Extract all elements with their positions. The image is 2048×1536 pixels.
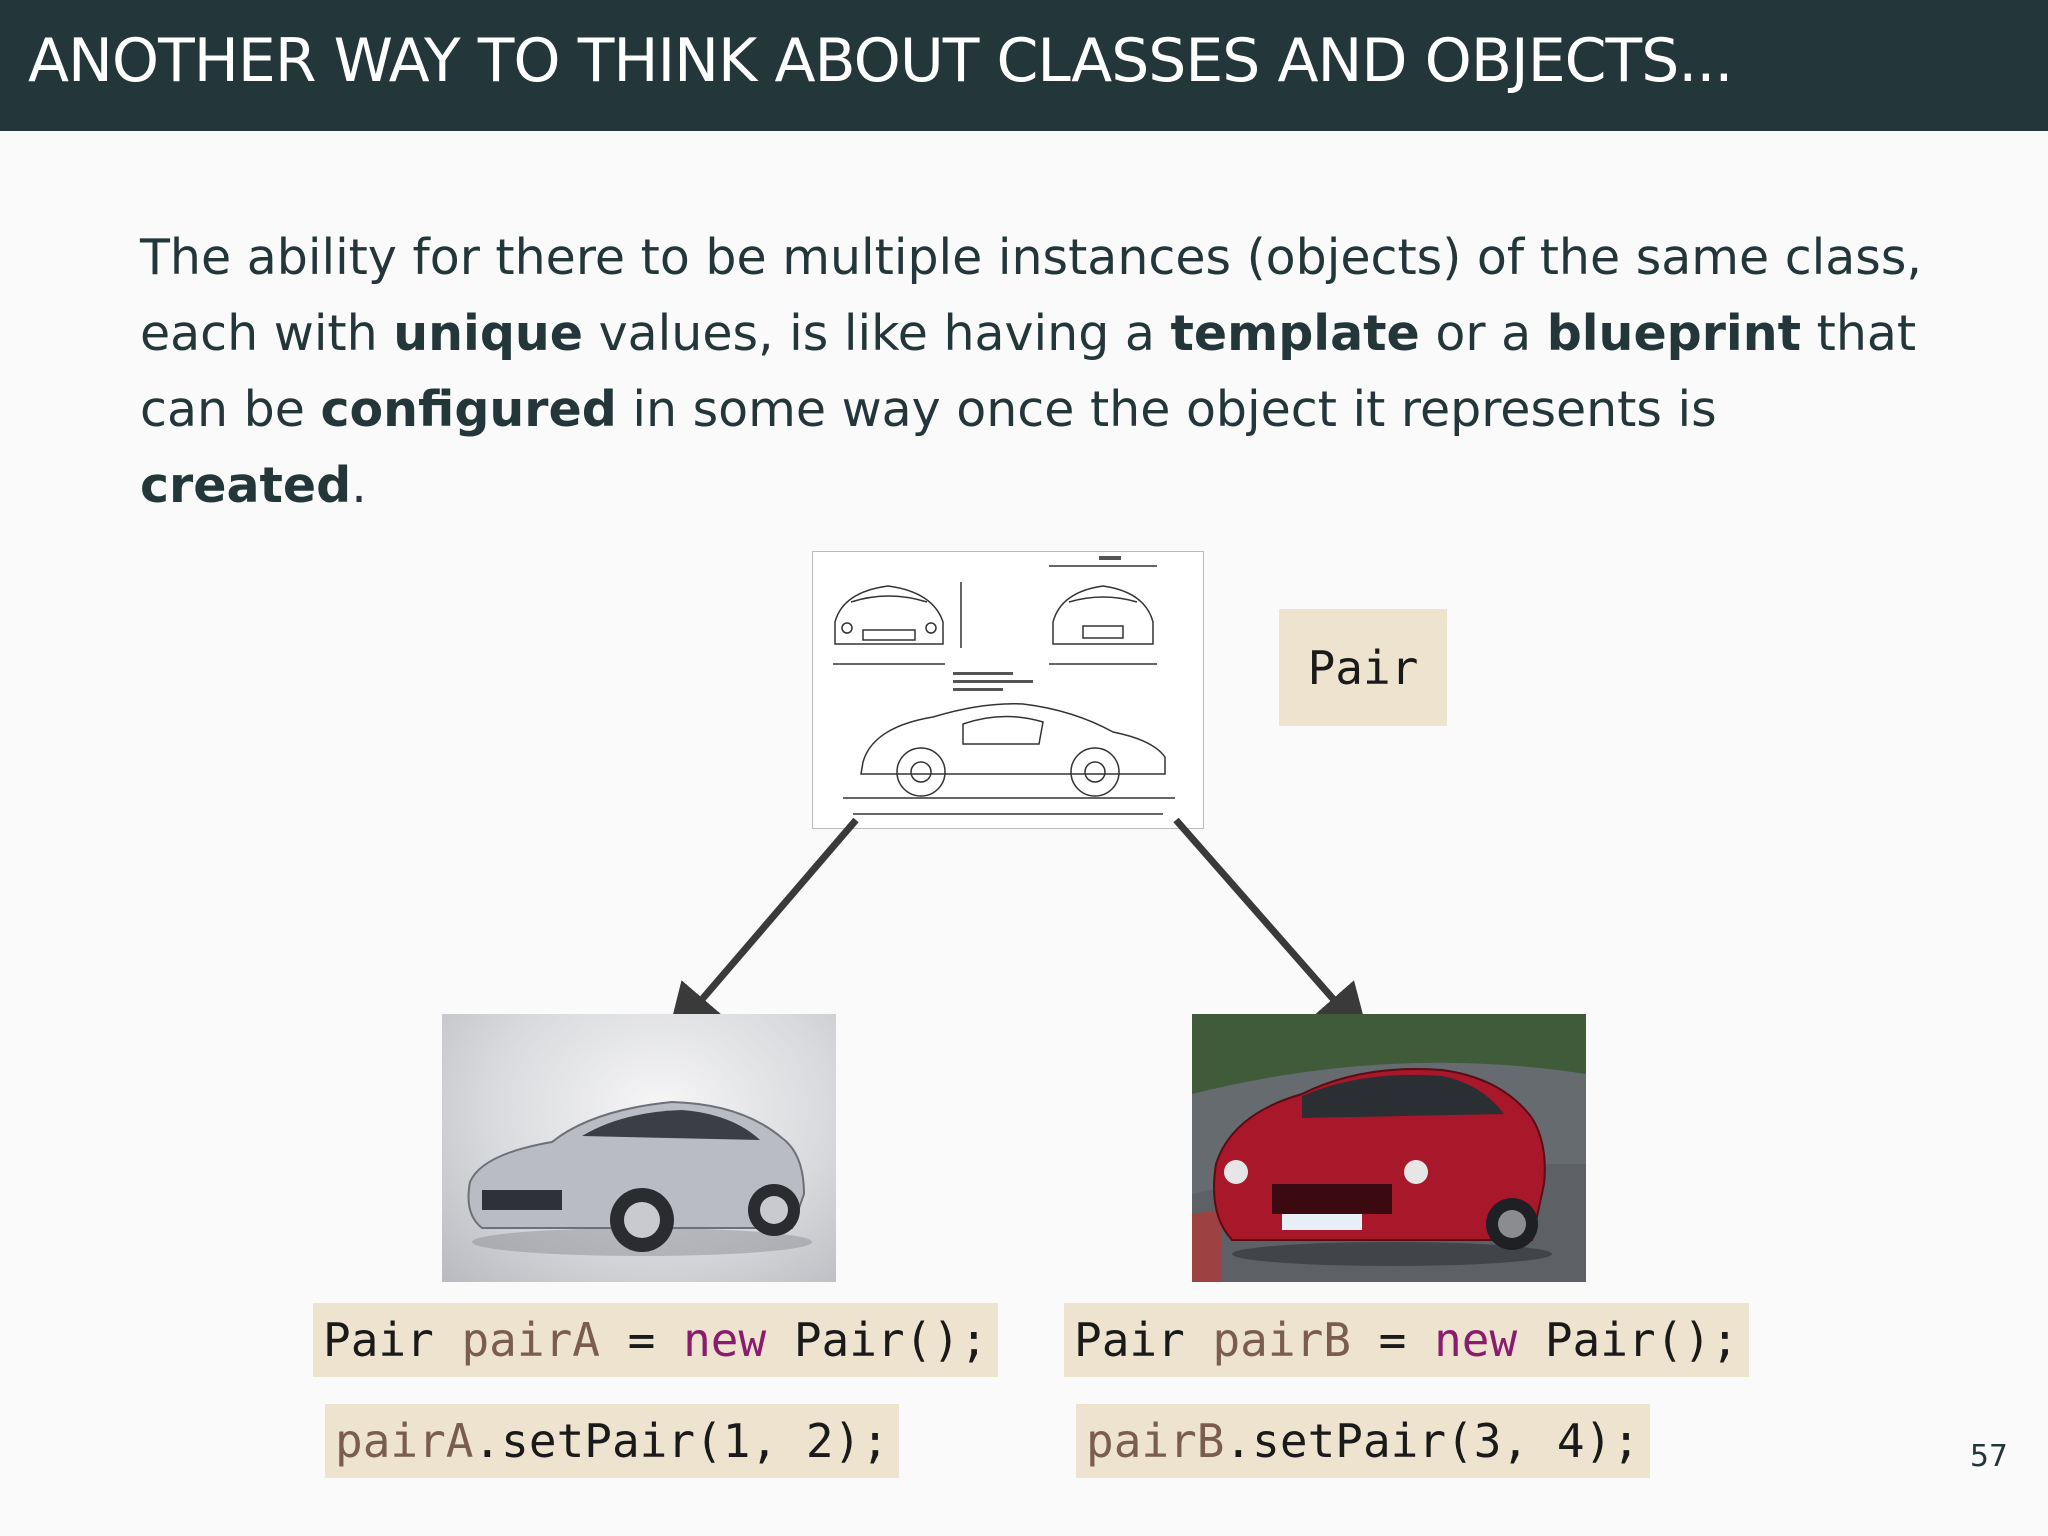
code-left-declaration: Pair pairA = new Pair(); (313, 1303, 998, 1377)
page-number: 57 (1969, 1439, 2008, 1474)
emphasis-text: template (1170, 305, 1420, 362)
paragraph-text: that can be (140, 305, 1917, 438)
code-keyword: new (1434, 1313, 1518, 1367)
code-type: Pair (1074, 1313, 1185, 1367)
code-right-call: pairB.setPair(3, 4); (1076, 1404, 1650, 1478)
code-object: pairB (1086, 1414, 1225, 1468)
slide-header: ANOTHER WAY TO THINK ABOUT CLASSES AND O… (0, 0, 2048, 131)
blueprint-drawing (833, 556, 1175, 815)
arrow-left (666, 817, 859, 1041)
code-object: pairA (335, 1414, 474, 1468)
paragraph-text: or a (1419, 305, 1547, 362)
code-left-call: pairA.setPair(1, 2); (325, 1404, 899, 1478)
code-keyword: new (683, 1313, 767, 1367)
code-constructor: Pair(); (1544, 1313, 1739, 1367)
code-method-call: .setPair(3, 4); (1224, 1414, 1640, 1468)
code-operator: = (1350, 1313, 1435, 1367)
red-car-icon (1192, 1014, 1586, 1282)
code-method-call: .setPair(1, 2); (473, 1414, 889, 1468)
blueprint-image (812, 551, 1204, 829)
paragraph-text: values, is like having a (583, 305, 1171, 362)
arrow-right (1173, 817, 1370, 1041)
silver-car-icon (467, 1100, 812, 1256)
code-variable: pairB (1212, 1313, 1351, 1367)
class-label-pair: Pair (1279, 609, 1447, 726)
paragraph-text: in some way once the object it represent… (616, 381, 1717, 438)
slide-title: ANOTHER WAY TO THINK ABOUT CLASSES AND O… (28, 26, 1734, 96)
emphasis-text: created (140, 457, 352, 514)
code-right-declaration: Pair pairB = new Pair(); (1064, 1303, 1749, 1377)
emphasis-text: configured (320, 381, 617, 438)
paragraph-text: . (351, 457, 367, 514)
emphasis-text: unique (393, 305, 584, 362)
paragraph-text: The ability for there to be multiple ins… (140, 229, 1922, 362)
code-type: Pair (323, 1313, 434, 1367)
car-photo-silver (442, 1014, 836, 1282)
body-paragraph: The ability for there to be multiple ins… (140, 220, 1940, 524)
car-photo-red (1192, 1014, 1586, 1282)
code-operator: = (599, 1313, 684, 1367)
emphasis-text: blueprint (1546, 305, 1802, 362)
code-variable: pairA (461, 1313, 600, 1367)
code-constructor: Pair(); (793, 1313, 988, 1367)
